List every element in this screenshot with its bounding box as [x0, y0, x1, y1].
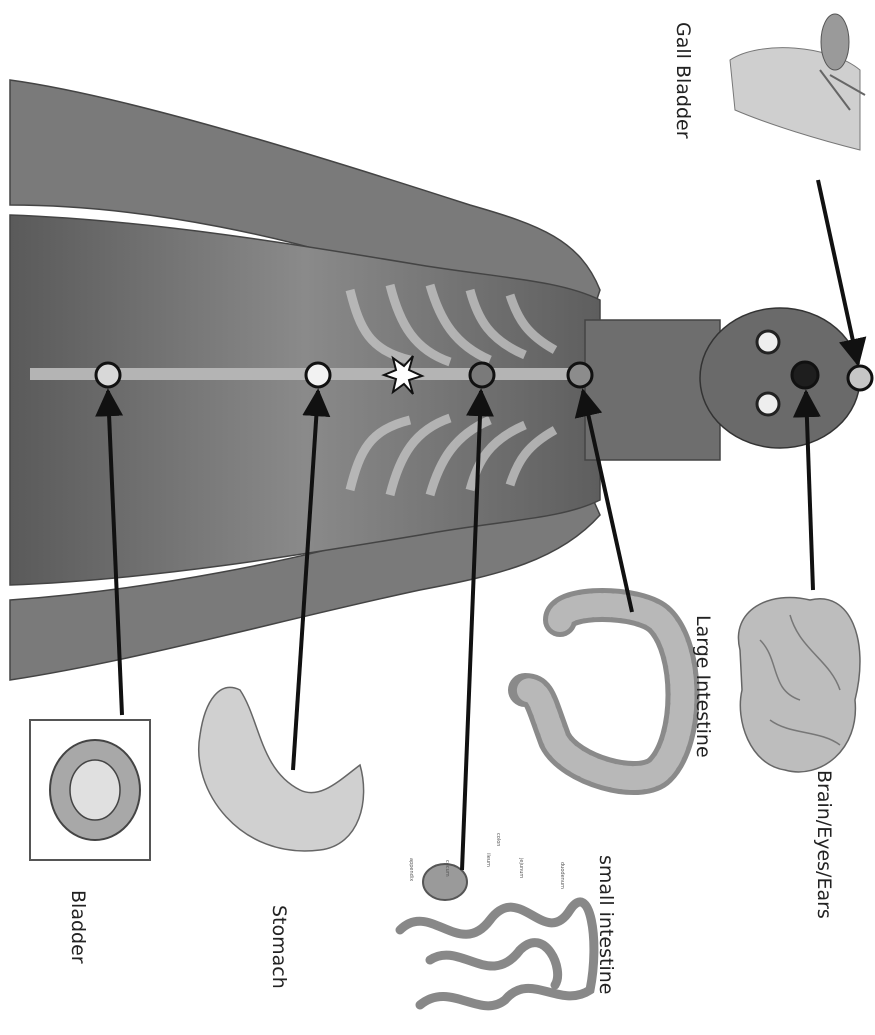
small-intestine-point	[470, 363, 494, 387]
stomach-illustration	[199, 687, 364, 851]
brain-illustration	[738, 597, 860, 771]
duodenum-label: duodenum	[559, 862, 565, 889]
gall-bladder-point	[848, 366, 872, 390]
head	[700, 308, 860, 448]
stomach-point	[306, 363, 330, 387]
ileum-label: ileum	[485, 853, 491, 867]
anatomy-figure	[10, 80, 860, 680]
neck	[585, 320, 720, 460]
stomach-label: Stomach	[268, 905, 290, 989]
brain-point	[792, 362, 818, 388]
bladder-illustration	[30, 720, 150, 860]
appendix-label: appendix	[408, 858, 414, 881]
jejunum-label: jejunum	[518, 857, 524, 878]
large-intestine-illustration	[525, 605, 683, 778]
small-intestine-label: small intestine	[595, 855, 617, 994]
colon-label: colon	[495, 833, 501, 846]
eye-bottom-icon	[757, 393, 779, 415]
gall-bladder-illustration	[730, 14, 865, 150]
gall-bladder-label: Gall Bladder	[672, 22, 694, 139]
large-intestine-label: Large Intestine	[692, 615, 714, 758]
cecum-label: cecum	[444, 860, 450, 877]
eye-top-icon	[757, 331, 779, 353]
bladder-point	[96, 363, 120, 387]
bladder-label: Bladder	[67, 890, 89, 964]
brain-label: Brain/Eyes/Ears	[813, 770, 835, 919]
large-intestine-point	[568, 363, 592, 387]
